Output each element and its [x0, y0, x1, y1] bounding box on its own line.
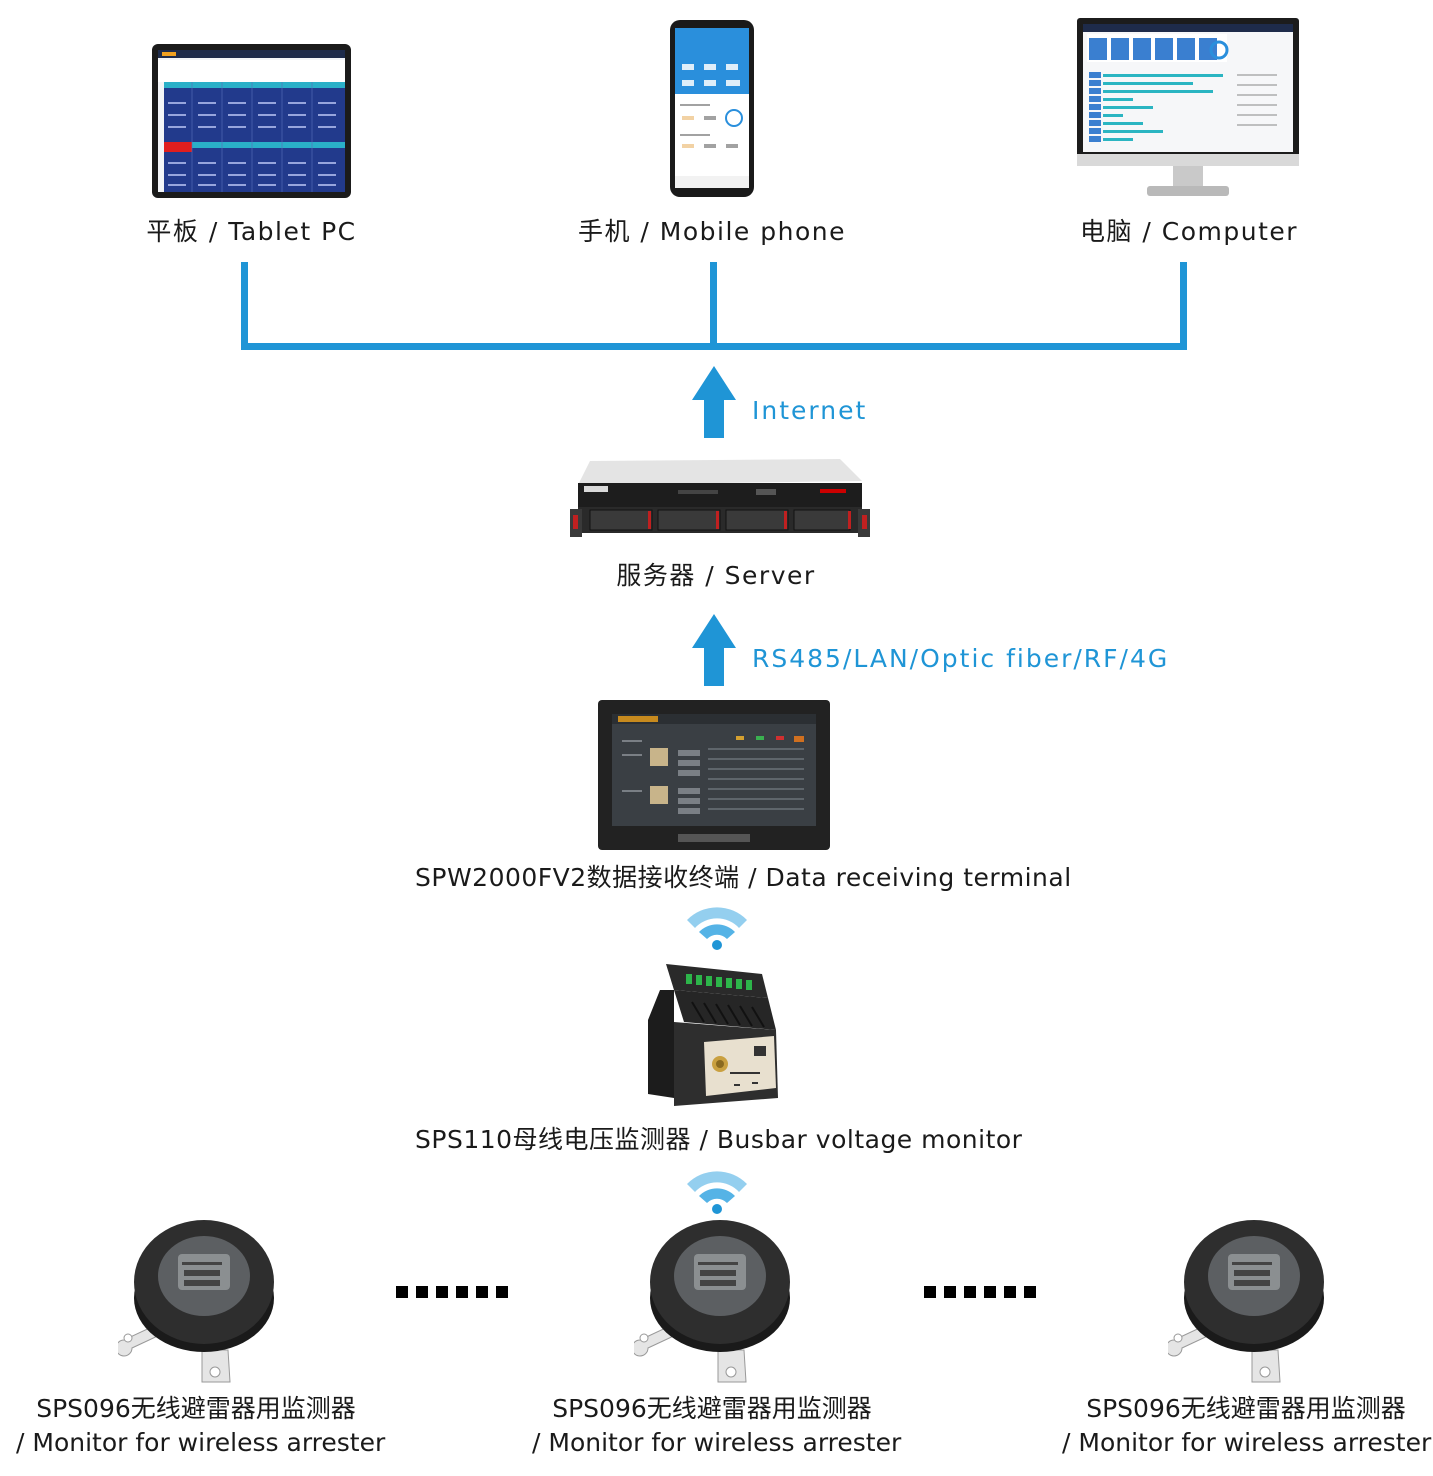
connector-right-vertical	[1180, 262, 1187, 350]
mobile-phone-label: 手机 / Mobile phone	[577, 217, 846, 246]
arrester-monitor-name-en: / Monitor for wireless arrester	[1062, 1428, 1432, 1457]
arrester-monitor-name: SPS096无线避雷器用监测器	[36, 1394, 356, 1423]
comm-label: RS485/LAN/Optic fiber/RF/4G	[752, 644, 1170, 673]
arrester-monitor-name: SPS096无线避雷器用监测器	[552, 1394, 872, 1423]
wifi-icon	[687, 1171, 747, 1214]
arrester-monitor-label-2: SPS096无线避雷器用监测器 / Monitor for wireless a…	[532, 1392, 902, 1460]
comm-arrow	[692, 614, 736, 686]
wifi-icon	[687, 907, 747, 950]
busbar-monitor-image	[644, 960, 784, 1110]
mobile-phone-image	[670, 20, 754, 197]
terminal-label: SPW2000FV2数据接收终端 / Data receiving termin…	[415, 863, 1072, 892]
tablet-image	[152, 44, 351, 198]
arrester-monitor-name-en: / Monitor for wireless arrester	[16, 1428, 386, 1457]
computer-label: 电脑 / Computer	[1079, 217, 1299, 246]
computer-image	[1077, 18, 1299, 196]
connector-horizontal	[241, 343, 1187, 350]
ellipsis-left	[396, 1286, 516, 1298]
server-label: 服务器 / Server	[616, 561, 816, 590]
connector-center-vertical	[710, 262, 717, 350]
arrester-monitor-image-1	[115, 1214, 278, 1384]
arrester-monitor-image-2	[631, 1214, 794, 1384]
arrester-monitor-name: SPS096无线避雷器用监测器	[1086, 1394, 1406, 1423]
arrester-monitor-label-3: SPS096无线避雷器用监测器 / Monitor for wireless a…	[1062, 1392, 1432, 1460]
connector-left-vertical	[241, 262, 248, 350]
tablet-label: 平板 / Tablet PC	[146, 217, 357, 246]
server-image	[570, 455, 870, 539]
arrester-monitor-image-3	[1165, 1214, 1328, 1384]
internet-label: Internet	[752, 396, 868, 425]
arrester-monitor-name-en: / Monitor for wireless arrester	[532, 1428, 902, 1457]
busbar-monitor-label: SPS110母线电压监测器 / Busbar voltage monitor	[415, 1125, 1023, 1154]
terminal-image	[598, 700, 830, 850]
ellipsis-right	[924, 1286, 1044, 1298]
internet-arrow	[692, 366, 736, 438]
arrester-monitor-label-1: SPS096无线避雷器用监测器 / Monitor for wireless a…	[16, 1392, 386, 1460]
